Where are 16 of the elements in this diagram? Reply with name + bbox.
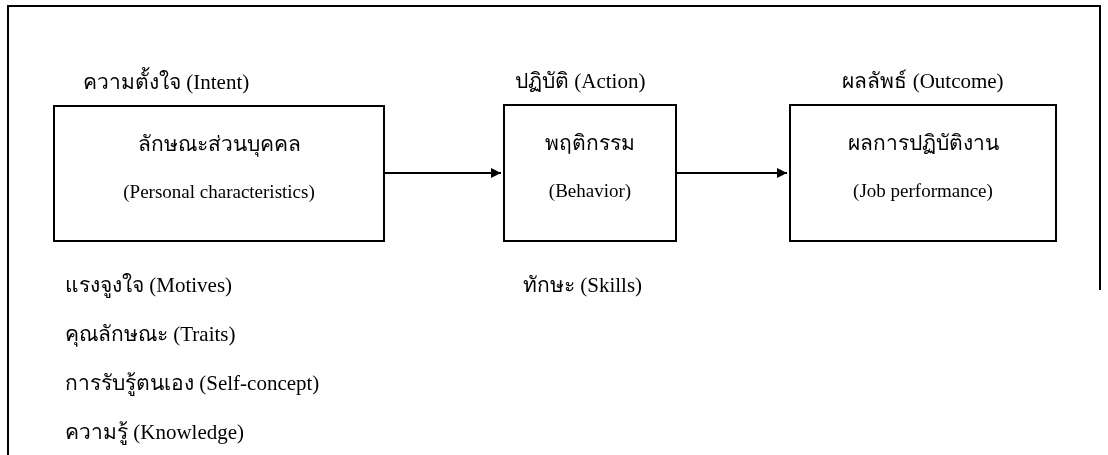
stage-heading: ปฏิบัติ (Action) — [515, 68, 646, 95]
stage-heading: ความตั้งใจ (Intent) — [83, 65, 250, 98]
factor-text: คุณลักษณะ (Traits) — [65, 321, 236, 349]
box-subtitle: (Job performance) — [852, 180, 994, 202]
box-subtitle: (Personal characteristics) — [122, 181, 316, 203]
box-subtitle: (Behavior) — [547, 180, 633, 202]
factor-text: ทักษะ (Skills) — [523, 272, 643, 299]
box-title: ผลการปฏิบัติงาน — [846, 130, 1000, 157]
factor-text: การรับรู้ตนเอง (Self-concept) — [65, 370, 320, 398]
box-title: พฤติกรรม — [544, 130, 636, 157]
box-title: ลักษณะส่วนบุคคล — [136, 131, 302, 159]
factor-text: ความรู้ (Knowledge) — [65, 419, 245, 447]
factor-text: แรงจูงใจ (Motives) — [65, 272, 233, 300]
stage-heading: ผลลัพธ์ (Outcome) — [841, 68, 1005, 95]
arrow — [384, 168, 502, 178]
arrow — [676, 168, 788, 178]
